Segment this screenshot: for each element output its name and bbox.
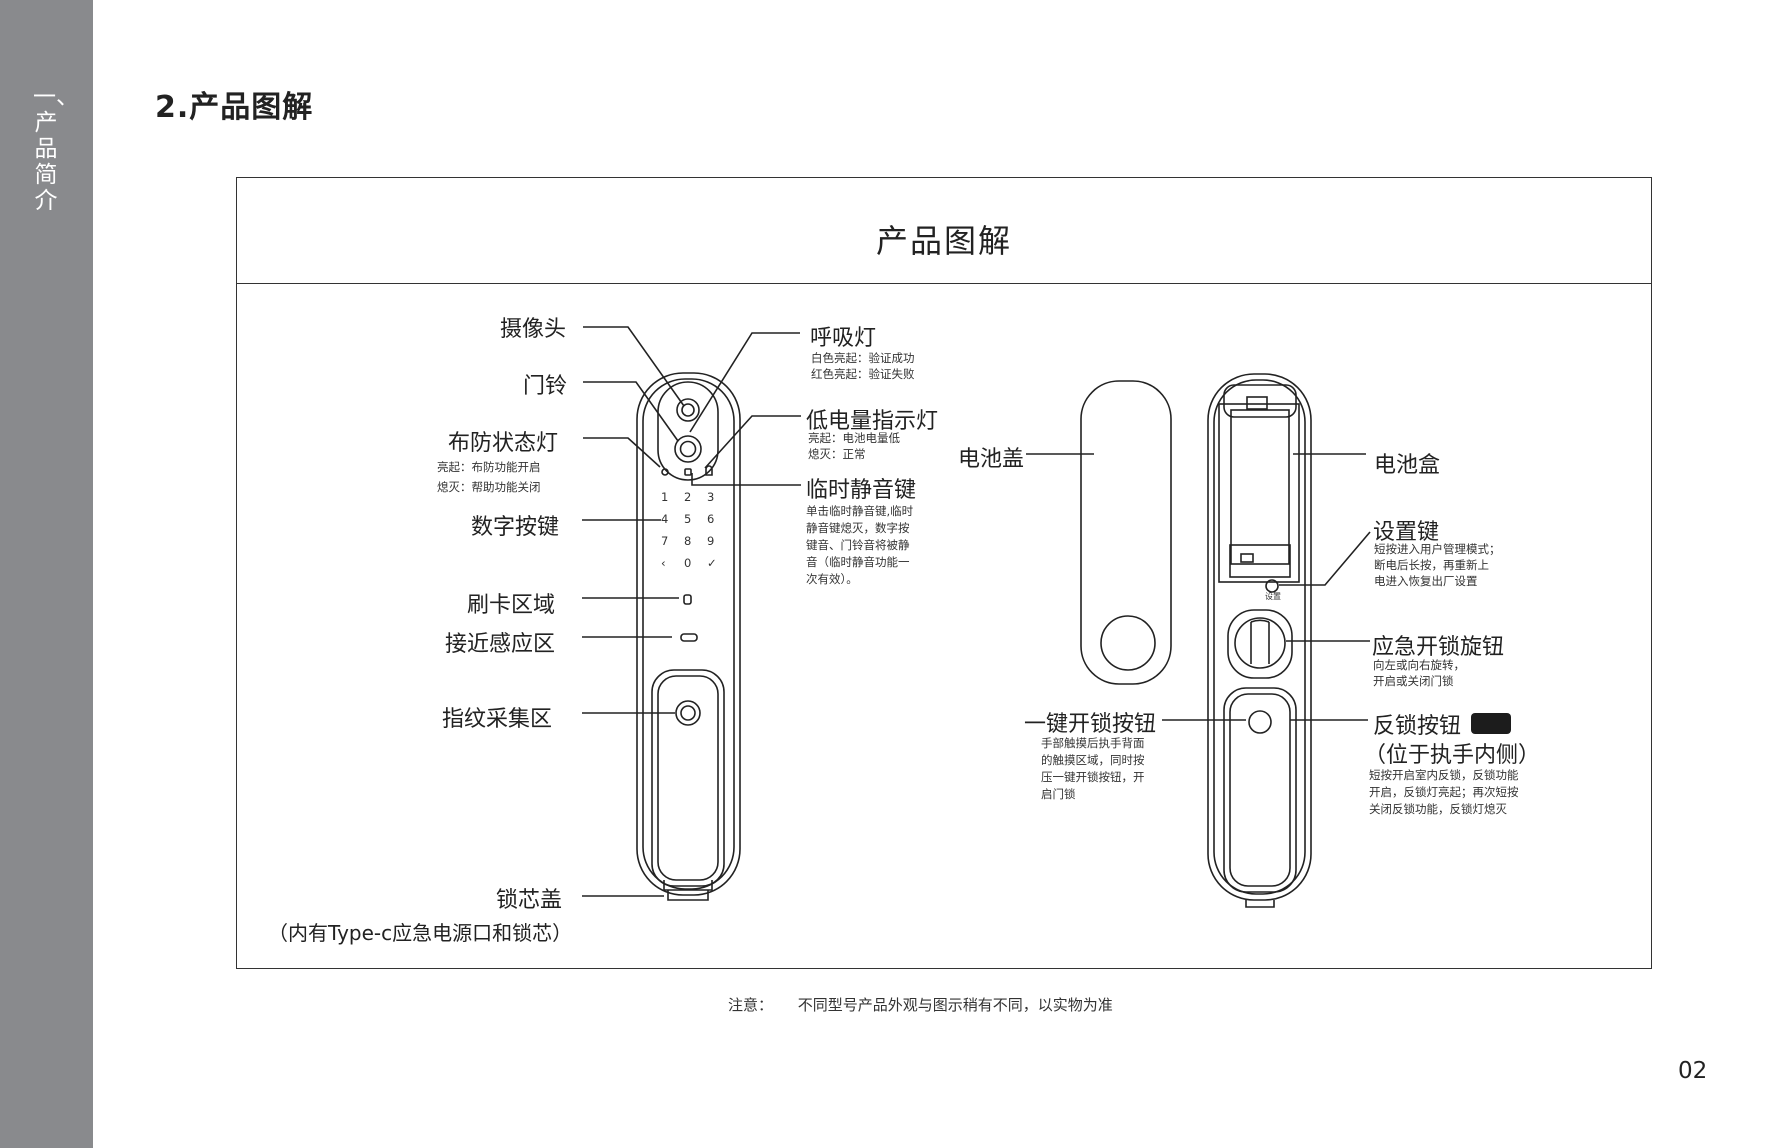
page-number: 02 (1678, 1058, 1708, 1084)
arm-light-desc-1: 亮起：布防功能开启 (437, 460, 541, 474)
settings-key-desc-2: 断电后长按，再重新上 (1374, 558, 1489, 572)
one-key-unlock-desc-4: 启门锁 (1041, 787, 1076, 801)
breath-light-desc-1: 白色亮起：验证成功 (811, 351, 915, 365)
label-breath-light: 呼吸灯 (810, 326, 877, 351)
keypad-key: ✓ (707, 556, 717, 570)
core-cover (663, 880, 713, 891)
section-title: 2.产品图解 (155, 90, 314, 125)
one-key-unlock-desc-1: 手部触摸后执手背面 (1041, 736, 1145, 750)
label-arm-light: 布防状态灯 (448, 431, 559, 456)
anti-lock-location: （位于执手内侧） (1364, 743, 1541, 768)
anti-lock-desc-2: 开启，反锁灯亮起；再次短按 (1369, 785, 1519, 799)
proximity-sensor (680, 633, 698, 642)
battery-cover-knob-hole (1100, 615, 1156, 671)
label-doorbell: 门铃 (523, 374, 568, 399)
mute-key-desc-5: 次有效）。 (806, 572, 858, 586)
emergency-knob-drawing (1234, 617, 1286, 669)
knob-recess (1227, 609, 1293, 679)
label-proximity: 接近感应区 (445, 632, 556, 657)
low-battery-dot (684, 468, 692, 476)
note: 注意： 不同型号产品外观与图示稍有不同，以实物为准 (728, 994, 1113, 1015)
keypad-key: 5 (684, 512, 692, 526)
front-lock-drawing (636, 372, 741, 901)
front-inner-body (642, 378, 735, 890)
diagram-frame: 产品图解 (236, 177, 1652, 969)
label-low-battery: 低电量指示灯 (806, 409, 939, 434)
keypad-key: 2 (684, 490, 692, 504)
label-card-area: 刷卡区域 (467, 593, 556, 618)
camera-lens (676, 398, 700, 422)
keypad-key: 8 (684, 534, 692, 548)
label-keypad: 数字按键 (471, 515, 560, 540)
keypad-key: 3 (707, 490, 715, 504)
note-text: 不同型号产品外观与图示稍有不同，以实物为准 (797, 996, 1113, 1014)
anti-lock-badge (1471, 713, 1511, 734)
low-battery-desc-1: 亮起：电池电量低 (808, 431, 900, 445)
back-lock-drawing (1207, 373, 1312, 908)
mute-key-desc-2: 静音键熄灭，数字按 (806, 521, 910, 535)
keypad-key: 6 (707, 512, 715, 526)
diagram-title: 产品图解 (875, 222, 1012, 260)
arm-light-dot (661, 468, 669, 476)
label-core-cover: 锁芯盖 (496, 888, 563, 913)
keypad-key: 0 (684, 556, 692, 570)
sidebar: 一、产品简介 (0, 0, 93, 1148)
diagram-title-row: 产品图解 (237, 178, 1651, 284)
label-fingerprint: 指纹采集区 (442, 707, 553, 732)
label-battery-box: 电池盒 (1374, 453, 1441, 478)
card-area-icon (683, 594, 692, 605)
label-emergency-knob: 应急开锁旋钮 (1372, 635, 1505, 660)
keypad-key: 1 (661, 490, 669, 504)
core-cover-desc: （内有Type-c应急电源口和锁芯） (268, 921, 573, 945)
mute-key-desc-1: 单击临时静音键,临时 (806, 504, 914, 518)
keypad-key: 9 (707, 534, 715, 548)
doorbell-button (674, 435, 702, 463)
one-key-unlock-drawing (1248, 710, 1272, 734)
front-handle (651, 669, 725, 887)
label-settings-key: 设置键 (1373, 520, 1440, 545)
settings-key-tiny-label: 设置 (1265, 592, 1281, 601)
keypad-key: ‹ (661, 556, 666, 570)
mute-key-desc-4: 音（临时静音功能一 (806, 555, 910, 569)
label-one-key-unlock: 一键开锁按钮 (1024, 712, 1157, 737)
label-camera: 摄像头 (500, 317, 567, 342)
front-handle-inner (657, 675, 719, 881)
breath-light-desc-2: 红色亮起：验证失败 (811, 367, 915, 381)
battery-cover-drawing (1080, 380, 1172, 685)
low-battery-desc-2: 熄灭：正常 (808, 447, 866, 461)
label-mute-key: 临时静音键 (806, 478, 917, 503)
label-anti-lock: 反锁按钮 (1373, 714, 1462, 739)
front-outer-body (636, 372, 741, 896)
camera-capsule (657, 381, 719, 481)
label-battery-cover: 电池盖 (958, 447, 1025, 472)
settings-key-drawing (1265, 579, 1279, 593)
fingerprint-sensor (675, 700, 701, 726)
battery-tray (1229, 544, 1291, 578)
anti-lock-desc-1: 短按开启室内反锁，反锁功能 (1369, 768, 1519, 782)
settings-key-desc-3: 电进入恢复出厂设置 (1374, 574, 1478, 588)
keypad-key: 7 (661, 534, 669, 548)
note-label: 注意： (728, 996, 774, 1014)
back-handle (1223, 687, 1297, 893)
emergency-knob-desc-1: 向左或向右旋转， (1373, 658, 1465, 672)
settings-key-desc-1: 短按进入用户管理模式； (1374, 542, 1501, 556)
anti-lock-desc-3: 关闭反锁功能，反锁灯熄灭 (1369, 802, 1507, 816)
one-key-unlock-desc-3: 压一键开锁按钮，开 (1041, 770, 1145, 784)
arm-light-desc-2: 熄灭：帮助功能关闭 (437, 480, 541, 494)
mute-key-desc-3: 键音、门铃音将被静 (806, 538, 910, 552)
battery-box (1218, 403, 1300, 583)
one-key-unlock-desc-2: 的触摸区域，同时按 (1041, 753, 1145, 767)
battery-connector (1246, 396, 1268, 410)
emergency-knob-desc-2: 开启或关闭门锁 (1373, 674, 1454, 688)
keypad-key: 4 (661, 512, 669, 526)
